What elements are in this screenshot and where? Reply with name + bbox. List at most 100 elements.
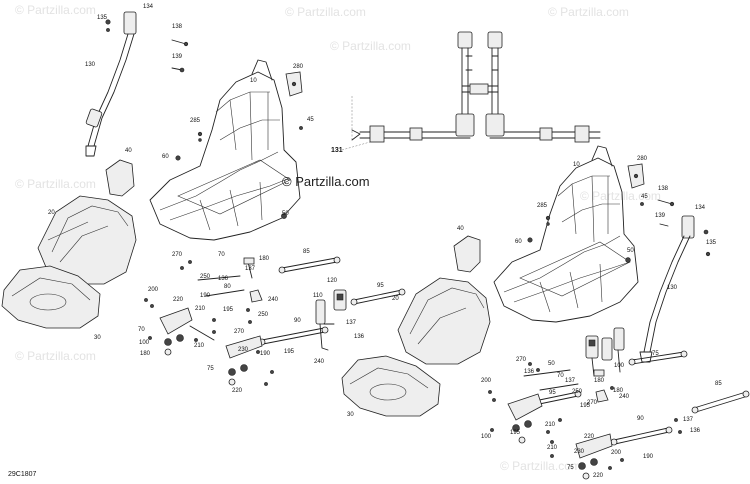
bolts-138-139[interactable] <box>171 39 189 73</box>
callout-label[interactable]: 90 <box>294 318 301 324</box>
callout-label[interactable]: 137 <box>565 378 576 384</box>
callout-label[interactable]: 270 <box>516 357 527 363</box>
callout-label[interactable]: 240 <box>314 359 325 365</box>
callout-label[interactable]: 135 <box>706 240 717 246</box>
callout-label[interactable]: 70 <box>138 327 145 333</box>
callout-label[interactable]: 136 <box>354 334 365 340</box>
callout-label[interactable]: 240 <box>268 297 279 303</box>
callout-label[interactable]: 135 <box>97 15 108 21</box>
callout-label[interactable]: 45 <box>307 117 314 123</box>
back-cushion-right[interactable] <box>397 277 491 365</box>
callout-label[interactable]: 220 <box>593 473 604 479</box>
rail-95-left[interactable] <box>350 288 406 306</box>
callout-label[interactable]: 95 <box>377 283 384 289</box>
callout-label[interactable]: 250 <box>572 389 583 395</box>
callout-label[interactable]: 280 <box>293 64 304 70</box>
fasteners-left-upper[interactable] <box>175 126 303 219</box>
callout-label[interactable]: 139 <box>655 213 666 219</box>
callout-label[interactable]: 130 <box>85 62 96 68</box>
callout-label[interactable]: 20 <box>392 296 399 302</box>
callout-label[interactable]: 90 <box>637 416 644 422</box>
callout-label[interactable]: 210 <box>194 343 205 349</box>
callout-label[interactable]: 250 <box>200 274 211 280</box>
callout-label[interactable]: 138 <box>658 186 669 192</box>
callout-label[interactable]: 195 <box>284 349 295 355</box>
callout-label[interactable]: 120 <box>327 278 338 284</box>
seat-cushion-right[interactable] <box>341 355 441 417</box>
callout-label[interactable]: 285 <box>537 203 548 209</box>
callout-label[interactable]: 210 <box>195 306 206 312</box>
callout-label[interactable]: 240 <box>619 394 630 400</box>
rail-100-right[interactable] <box>628 350 688 366</box>
callout-label[interactable]: 270 <box>587 400 598 406</box>
callout-label[interactable]: 190 <box>260 351 271 357</box>
seat-belt-buckle-left[interactable] <box>315 289 347 351</box>
callout-label[interactable]: 190 <box>643 454 654 460</box>
callout-label[interactable]: 85 <box>303 249 310 255</box>
callout-label[interactable]: 270 <box>234 329 245 335</box>
callout-label[interactable]: 137 <box>245 266 256 272</box>
callout-label[interactable]: 100 <box>139 340 150 346</box>
side-pad-40-right[interactable] <box>453 235 481 273</box>
seat-belt-right[interactable] <box>639 215 711 363</box>
callout-label[interactable]: 280 <box>637 156 648 162</box>
callout-label[interactable]: 134 <box>695 205 706 211</box>
callout-label[interactable]: 45 <box>641 194 648 200</box>
callout-label[interactable]: 180 <box>140 351 151 357</box>
callout-label[interactable]: 220 <box>232 388 243 394</box>
callout-label[interactable]: 220 <box>584 434 595 440</box>
callout-label[interactable]: 40 <box>125 148 132 154</box>
callout-label[interactable]: 190 <box>200 293 211 299</box>
callout-label[interactable]: 195 <box>580 403 591 409</box>
callout-label[interactable]: 60 <box>515 239 522 245</box>
callout-label[interactable]: 75 <box>207 366 214 372</box>
fasteners-right-upper[interactable] <box>527 199 675 263</box>
callout-label[interactable]: 100 <box>614 363 625 369</box>
callout-label[interactable]: 138 <box>172 24 183 30</box>
callout-label[interactable]: 220 <box>173 297 184 303</box>
callout-label[interactable]: 70 <box>557 373 564 379</box>
callout-label[interactable]: 136 <box>524 369 535 375</box>
callout-label[interactable]: 30 <box>347 412 354 418</box>
callout-label[interactable]: 180 <box>613 388 624 394</box>
rail-90-left[interactable] <box>258 326 329 346</box>
callout-label[interactable]: 270 <box>172 252 183 258</box>
bracket-280-right[interactable] <box>627 163 645 189</box>
callout-label[interactable]: 85 <box>715 381 722 387</box>
callout-label[interactable]: 131 <box>331 147 343 154</box>
callout-label[interactable]: 210 <box>547 445 558 451</box>
callout-label[interactable]: 230 <box>574 449 585 455</box>
callout-label[interactable]: 137 <box>346 320 357 326</box>
callout-label[interactable]: 136 <box>218 276 229 282</box>
callout-label[interactable]: 75 <box>652 351 659 357</box>
callout-label[interactable]: 134 <box>143 4 154 10</box>
slider-brackets-right[interactable] <box>488 362 682 480</box>
callout-label[interactable]: 180 <box>259 256 270 262</box>
callout-label[interactable]: 100 <box>481 434 492 440</box>
callout-label[interactable]: 70 <box>218 252 225 258</box>
callout-label[interactable]: 30 <box>94 335 101 341</box>
seat-cushion-left[interactable] <box>1 265 101 329</box>
callout-label[interactable]: 139 <box>172 54 183 60</box>
rail-90-right[interactable] <box>610 426 673 446</box>
callout-label[interactable]: 110 <box>313 293 323 299</box>
callout-label[interactable]: 50 <box>548 361 555 367</box>
callout-label[interactable]: 210 <box>545 422 556 428</box>
callout-label[interactable]: 136 <box>690 428 701 434</box>
callout-label[interactable]: 10 <box>250 78 257 84</box>
callout-label[interactable]: 60 <box>162 154 169 160</box>
side-pad-40-left[interactable] <box>105 159 135 197</box>
callout-label[interactable]: 200 <box>148 287 159 293</box>
callout-label[interactable]: 180 <box>594 378 605 384</box>
slider-brackets-left[interactable] <box>144 257 274 386</box>
callout-label[interactable]: 137 <box>683 417 694 423</box>
seat-shell-left[interactable] <box>149 59 301 241</box>
seat-belt-left[interactable] <box>85 11 137 157</box>
callout-label[interactable]: 200 <box>611 450 622 456</box>
seat-belt-buckle-right[interactable] <box>585 327 625 377</box>
callout-label[interactable]: 195 <box>510 430 521 436</box>
bracket-280-left[interactable] <box>285 71 303 97</box>
callout-label[interactable]: 80 <box>224 284 231 290</box>
callout-label[interactable]: 250 <box>258 312 269 318</box>
callout-label[interactable]: 230 <box>238 347 249 353</box>
